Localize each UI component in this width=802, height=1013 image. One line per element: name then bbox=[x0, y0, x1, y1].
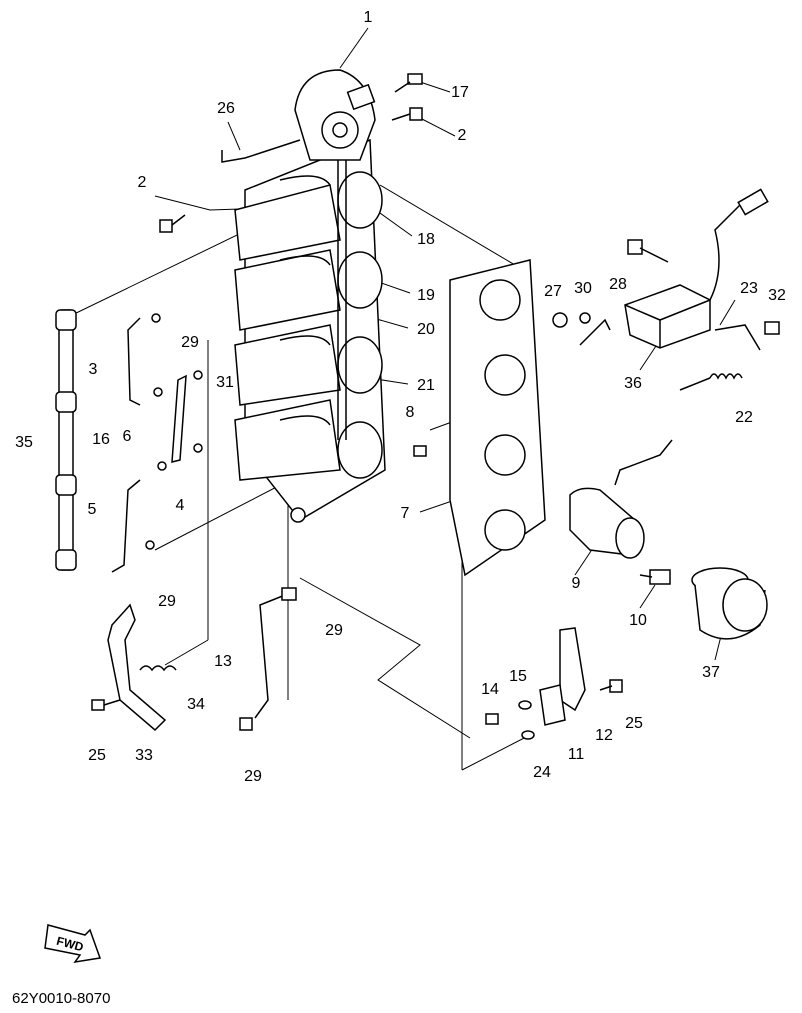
callout-19: 19 bbox=[417, 287, 435, 304]
callout-33: 33 bbox=[135, 747, 153, 764]
callout-10: 10 bbox=[629, 612, 647, 629]
nut-27 bbox=[552, 312, 568, 328]
callout-9: 9 bbox=[571, 575, 581, 592]
callout-2: 2 bbox=[457, 127, 467, 144]
fwd-arrow-icon bbox=[44, 924, 102, 964]
callout-29: 29 bbox=[244, 768, 262, 785]
callout-37: 37 bbox=[702, 664, 720, 681]
callout-21: 21 bbox=[417, 377, 435, 394]
filter-37 bbox=[691, 567, 768, 640]
callout-32: 32 bbox=[768, 287, 786, 304]
callout-14: 14 bbox=[481, 681, 499, 698]
callout-34: 34 bbox=[187, 696, 205, 713]
leader-lines bbox=[69, 27, 736, 771]
linkage-lower-right bbox=[485, 627, 623, 740]
intake-plate bbox=[449, 259, 546, 577]
spring-22 bbox=[679, 373, 743, 391]
callout-5: 5 bbox=[87, 501, 97, 518]
fuel-rail bbox=[55, 309, 77, 571]
carburetor-assembly bbox=[234, 138, 386, 523]
callout-6: 6 bbox=[122, 428, 132, 445]
link-rod-3 bbox=[127, 317, 141, 406]
callout-17: 17 bbox=[451, 84, 469, 101]
relay-36 bbox=[624, 188, 780, 351]
link-rod-5 bbox=[111, 479, 141, 573]
callout-23: 23 bbox=[740, 280, 758, 297]
link-rod-13 bbox=[254, 594, 286, 719]
screw-8 bbox=[413, 445, 427, 457]
callout-13: 13 bbox=[214, 653, 232, 670]
callout-11: 11 bbox=[567, 746, 585, 763]
clip-28 bbox=[579, 318, 611, 346]
callout-35: 35 bbox=[15, 434, 33, 451]
callout-29: 29 bbox=[181, 334, 199, 351]
washer-30 bbox=[579, 312, 591, 324]
callout-3: 3 bbox=[88, 361, 98, 378]
solenoid-9 bbox=[569, 439, 673, 585]
callout-25: 25 bbox=[625, 715, 643, 732]
callout-2: 2 bbox=[137, 174, 147, 191]
callout-29: 29 bbox=[158, 593, 176, 610]
callout-1: 1 bbox=[363, 9, 373, 26]
callout-29: 29 bbox=[325, 622, 343, 639]
callout-24: 24 bbox=[533, 764, 551, 781]
throttle-position-sensor bbox=[294, 69, 376, 161]
callout-27: 27 bbox=[544, 283, 562, 300]
callout-22: 22 bbox=[735, 409, 753, 426]
callout-31: 31 bbox=[216, 374, 234, 391]
callout-26: 26 bbox=[217, 100, 235, 117]
callout-12: 12 bbox=[595, 727, 613, 744]
callout-36: 36 bbox=[624, 375, 642, 392]
callout-7: 7 bbox=[400, 505, 410, 522]
callout-30: 30 bbox=[574, 280, 592, 297]
part-number: 62Y0010-8070 bbox=[12, 990, 111, 1007]
lever-4 bbox=[171, 374, 187, 463]
callout-16: 16 bbox=[92, 431, 110, 448]
callout-25: 25 bbox=[88, 747, 106, 764]
callout-28: 28 bbox=[609, 276, 627, 293]
callout-20: 20 bbox=[417, 321, 435, 338]
screws-top bbox=[159, 73, 423, 233]
callout-8: 8 bbox=[405, 404, 415, 421]
lever-33 bbox=[91, 603, 177, 732]
link-rod-26 bbox=[221, 139, 301, 163]
callout-15: 15 bbox=[509, 668, 527, 685]
callout-18: 18 bbox=[417, 231, 435, 248]
callout-4: 4 bbox=[175, 497, 185, 514]
